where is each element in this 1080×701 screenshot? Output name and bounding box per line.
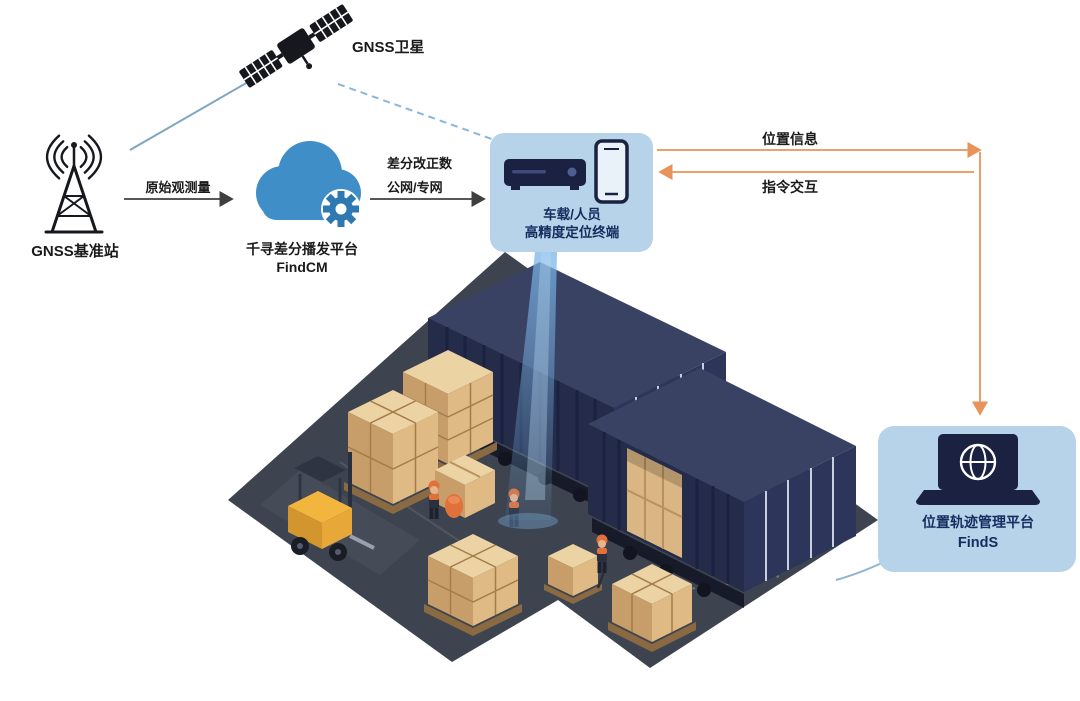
base-station-label: GNSS基准站 <box>31 243 119 260</box>
receiver-icon <box>504 159 586 190</box>
worker-icon <box>428 480 440 519</box>
cloud-gear-icon <box>256 141 361 229</box>
cloud-platform-product: FindCM <box>276 259 328 275</box>
cloud-platform-name: 千寻差分播发平台 <box>246 241 358 257</box>
forklift-icon <box>288 452 375 561</box>
management-platform-name: 位置轨迹管理平台 <box>922 514 1034 530</box>
correction-label-line2: 公网/专网 <box>387 180 443 195</box>
positioning-beam <box>498 252 558 529</box>
satellite-label: GNSS卫星 <box>352 39 425 56</box>
correction-label-line1: 差分改正数 <box>387 156 453 171</box>
warehouse-scene <box>228 252 878 668</box>
terminal-label-line2: 高精度定位终端 <box>524 225 620 240</box>
terminal-box <box>490 133 653 252</box>
satellite-icon <box>239 4 353 88</box>
worker-icon <box>596 534 608 573</box>
shipping-container-icon <box>588 368 856 608</box>
pallet-boxes-icon <box>608 564 696 652</box>
terminal-label-line1: 车载/人员 <box>543 207 601 222</box>
platform-pointer-line <box>835 561 885 581</box>
raw-observation-label: 原始观测量 <box>145 180 211 195</box>
management-platform-box <box>878 426 1076 572</box>
cargo-sack-icon <box>445 494 463 518</box>
command-interaction-label: 指令交互 <box>762 179 818 195</box>
smartphone-icon <box>594 139 629 204</box>
satellite-to-base-link <box>129 73 263 151</box>
base-station-icon <box>44 134 104 234</box>
position-info-label: 位置信息 <box>762 131 818 147</box>
pallet-boxes-icon <box>344 390 442 514</box>
pallet-jack-icon <box>544 544 608 604</box>
satellite-to-terminal-link <box>337 83 501 143</box>
pallet-boxes-icon <box>424 534 522 636</box>
laptop-globe-icon <box>916 434 1040 505</box>
gear-icon <box>321 189 361 229</box>
management-platform-product: FindS <box>957 535 999 551</box>
